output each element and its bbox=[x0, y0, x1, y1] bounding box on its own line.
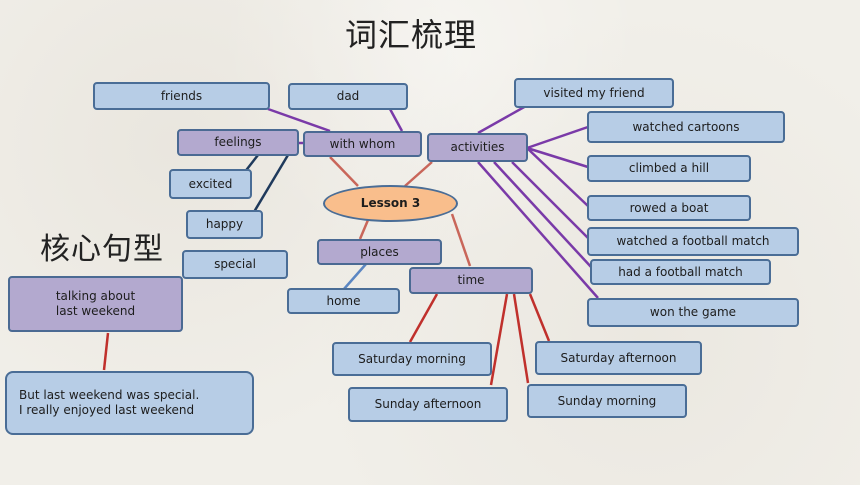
branch-feelings: feelings bbox=[177, 129, 299, 156]
item-sunday-morning: Sunday morning bbox=[527, 384, 687, 418]
item-sunday-afternoon: Sunday afternoon bbox=[348, 387, 508, 422]
center-lesson-node: Lesson 3 bbox=[323, 185, 458, 222]
sentence-example-box: But last weekend was special. I really e… bbox=[5, 371, 254, 435]
item-excited: excited bbox=[169, 169, 252, 199]
link-feelings-happy bbox=[252, 154, 290, 213]
link-time-satmorning bbox=[408, 293, 439, 343]
branch-with-whom: with whom bbox=[303, 131, 422, 157]
branch-places: places bbox=[317, 239, 442, 265]
link-act-had-match bbox=[493, 161, 593, 269]
link-withwhom-dad bbox=[388, 108, 404, 132]
link-act-cartoons bbox=[526, 125, 589, 150]
item-climbed-a-hill: climbed a hill bbox=[587, 155, 751, 182]
item-watched-cartoons: watched cartoons bbox=[587, 111, 785, 143]
item-home: home bbox=[287, 288, 400, 314]
link-time-sunafternoon bbox=[489, 293, 509, 386]
vocabulary-heading: 词汇梳理 bbox=[345, 16, 478, 54]
item-rowed-a-boat: rowed a boat bbox=[587, 195, 751, 221]
item-saturday-afternoon: Saturday afternoon bbox=[535, 341, 702, 375]
branch-activities: activities bbox=[427, 133, 528, 162]
branch-time: time bbox=[409, 267, 533, 294]
link-act-watched-match bbox=[511, 161, 589, 239]
sentences-heading: 核心句型 bbox=[40, 232, 164, 267]
link-time-sunmorning bbox=[512, 293, 530, 384]
item-had-a-football-match: had a football match bbox=[590, 259, 771, 285]
link-act-hill bbox=[526, 146, 589, 169]
link-center-places bbox=[358, 219, 370, 240]
link-time-satafternoon bbox=[528, 293, 551, 342]
item-watched-a-football-match: watched a football match bbox=[587, 227, 799, 256]
link-act-boat bbox=[526, 147, 589, 207]
sentence-example-text: But last weekend was special. I really e… bbox=[19, 388, 200, 417]
sentence-topic-box: talking about last weekend bbox=[8, 276, 183, 332]
item-saturday-morning: Saturday morning bbox=[332, 342, 492, 376]
sentence-topic-text: talking about last weekend bbox=[55, 289, 136, 318]
item-dad: dad bbox=[288, 83, 408, 110]
item-friends: friends bbox=[93, 82, 270, 110]
link-withwhom-friends bbox=[267, 107, 331, 133]
link-act-won bbox=[477, 161, 599, 299]
link-sentence bbox=[102, 332, 110, 371]
item-visited-my-friend: visited my friend bbox=[514, 78, 674, 108]
item-special: special bbox=[182, 250, 288, 279]
link-center-activities bbox=[404, 161, 433, 187]
item-won-the-game: won the game bbox=[587, 298, 799, 327]
item-happy: happy bbox=[186, 210, 263, 239]
link-act-visited bbox=[477, 104, 527, 135]
link-center-time bbox=[450, 213, 472, 267]
link-places-home bbox=[343, 263, 367, 290]
link-center-withwhom bbox=[329, 156, 359, 187]
